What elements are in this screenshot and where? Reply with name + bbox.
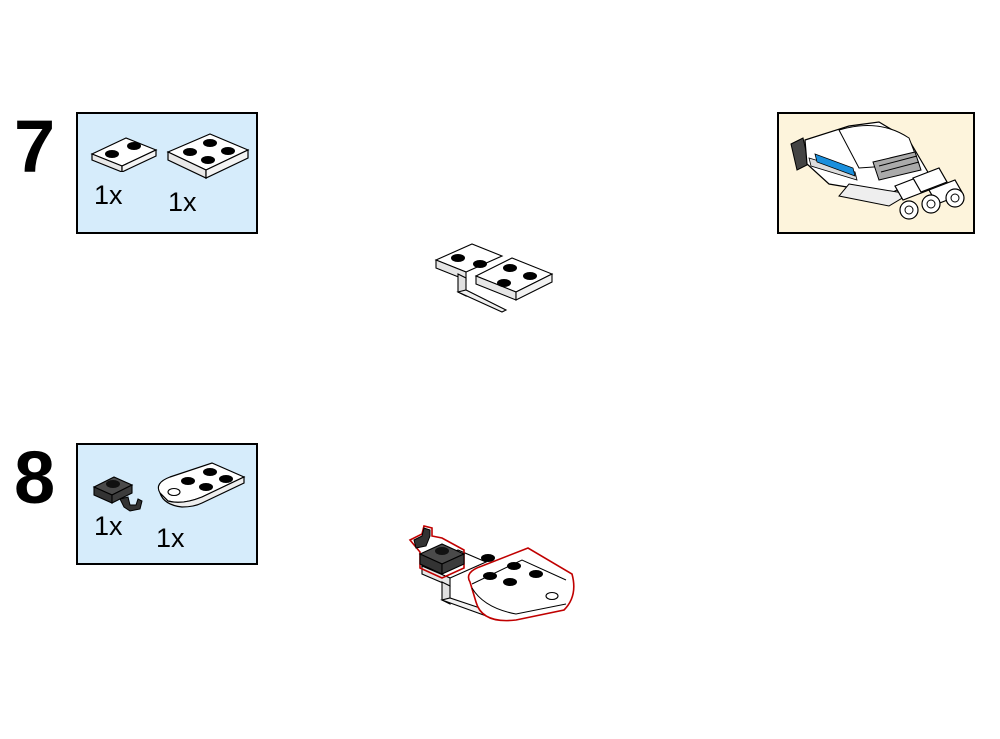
step-number-8: 8 (14, 436, 56, 519)
plate-2x3-rounded-icon (154, 461, 248, 519)
plate-2x2-icon (166, 130, 250, 184)
parts-list-step-7: 1x 1x (76, 112, 258, 234)
step-8-assembly (402, 524, 580, 624)
quantity-plate-2x2: 1x (168, 187, 197, 217)
plate-1x1-clip-icon (90, 471, 144, 513)
quantity-plate-1x1-clip: 1x (94, 511, 123, 541)
quantity-plate-2x3-rounded: 1x (156, 523, 185, 553)
model-preview (777, 112, 975, 234)
quantity-plate-1x2: 1x (94, 180, 123, 210)
plate-1x2-icon (90, 132, 158, 172)
completed-model-icon (790, 121, 965, 220)
step-7-assembly (432, 238, 560, 318)
step-number-7: 7 (14, 105, 56, 188)
parts-list-step-8: 1x 1x (76, 443, 258, 565)
